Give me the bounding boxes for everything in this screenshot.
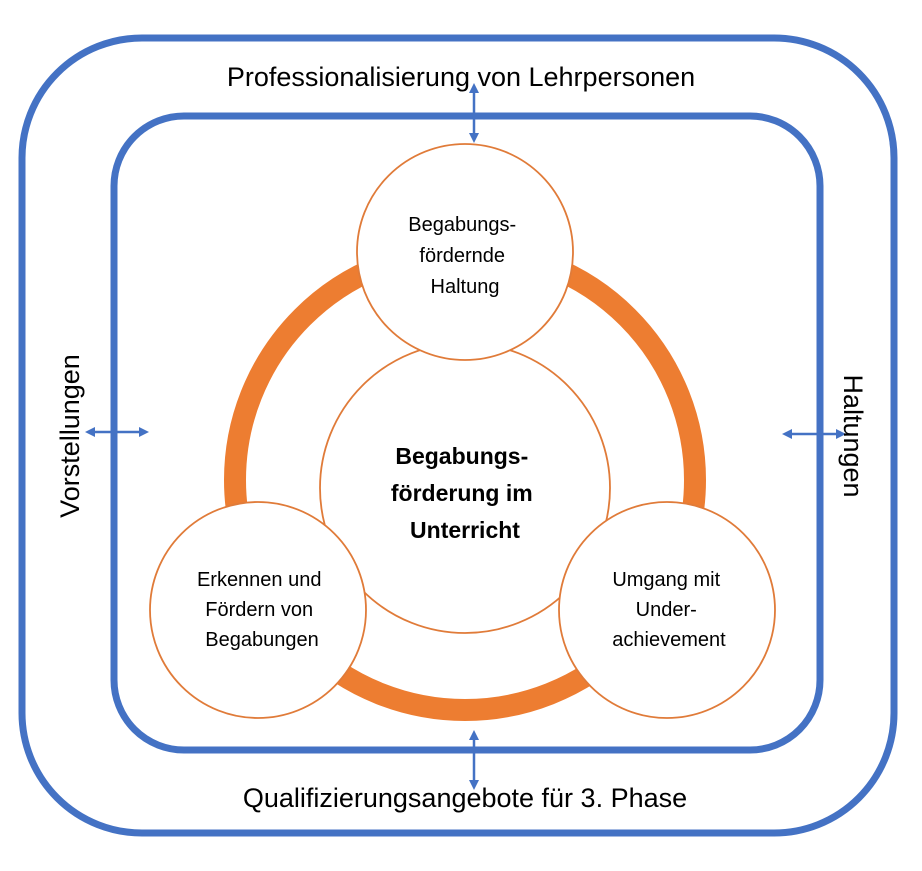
node-left-line1: Erkennen und [197, 569, 322, 591]
node-top-line1: Begabungs- [408, 214, 516, 236]
node-right-circle [558, 501, 776, 719]
node-top-line3: Haltung [431, 276, 500, 298]
node-right-line1: Umgang mit [612, 569, 720, 591]
node-right-line3: achievement [612, 629, 726, 651]
left-label: Vorstellungen [55, 354, 85, 518]
top-label: Professionalisierung von Lehrpersonen [227, 62, 695, 92]
node-right-line2: Under- [636, 599, 697, 621]
right-label: Haltungen [838, 374, 868, 497]
node-right-label: Umgang mit Under- achievement [612, 569, 726, 651]
center-label-line3: Unterricht [410, 517, 520, 543]
node-left-circle [149, 501, 367, 719]
center-label: Begabungs- förderung im Unterricht [391, 443, 539, 543]
node-left-line2: Fördern von [205, 599, 313, 621]
node-left-label: Erkennen und Fördern von Begabungen [197, 569, 327, 651]
outer-frame [18, 34, 898, 837]
node-top-circle [356, 143, 574, 361]
bottom-label: Qualifizierungsangebote für 3. Phase [243, 783, 687, 813]
node-left-line3: Begabungen [205, 629, 318, 651]
node-top-label: Begabungs- fördernde Haltung [408, 214, 521, 298]
center-label-line2: förderung im [391, 480, 533, 506]
center-label-line1: Begabungs- [395, 443, 528, 469]
node-top-line2: fördernde [419, 245, 505, 267]
